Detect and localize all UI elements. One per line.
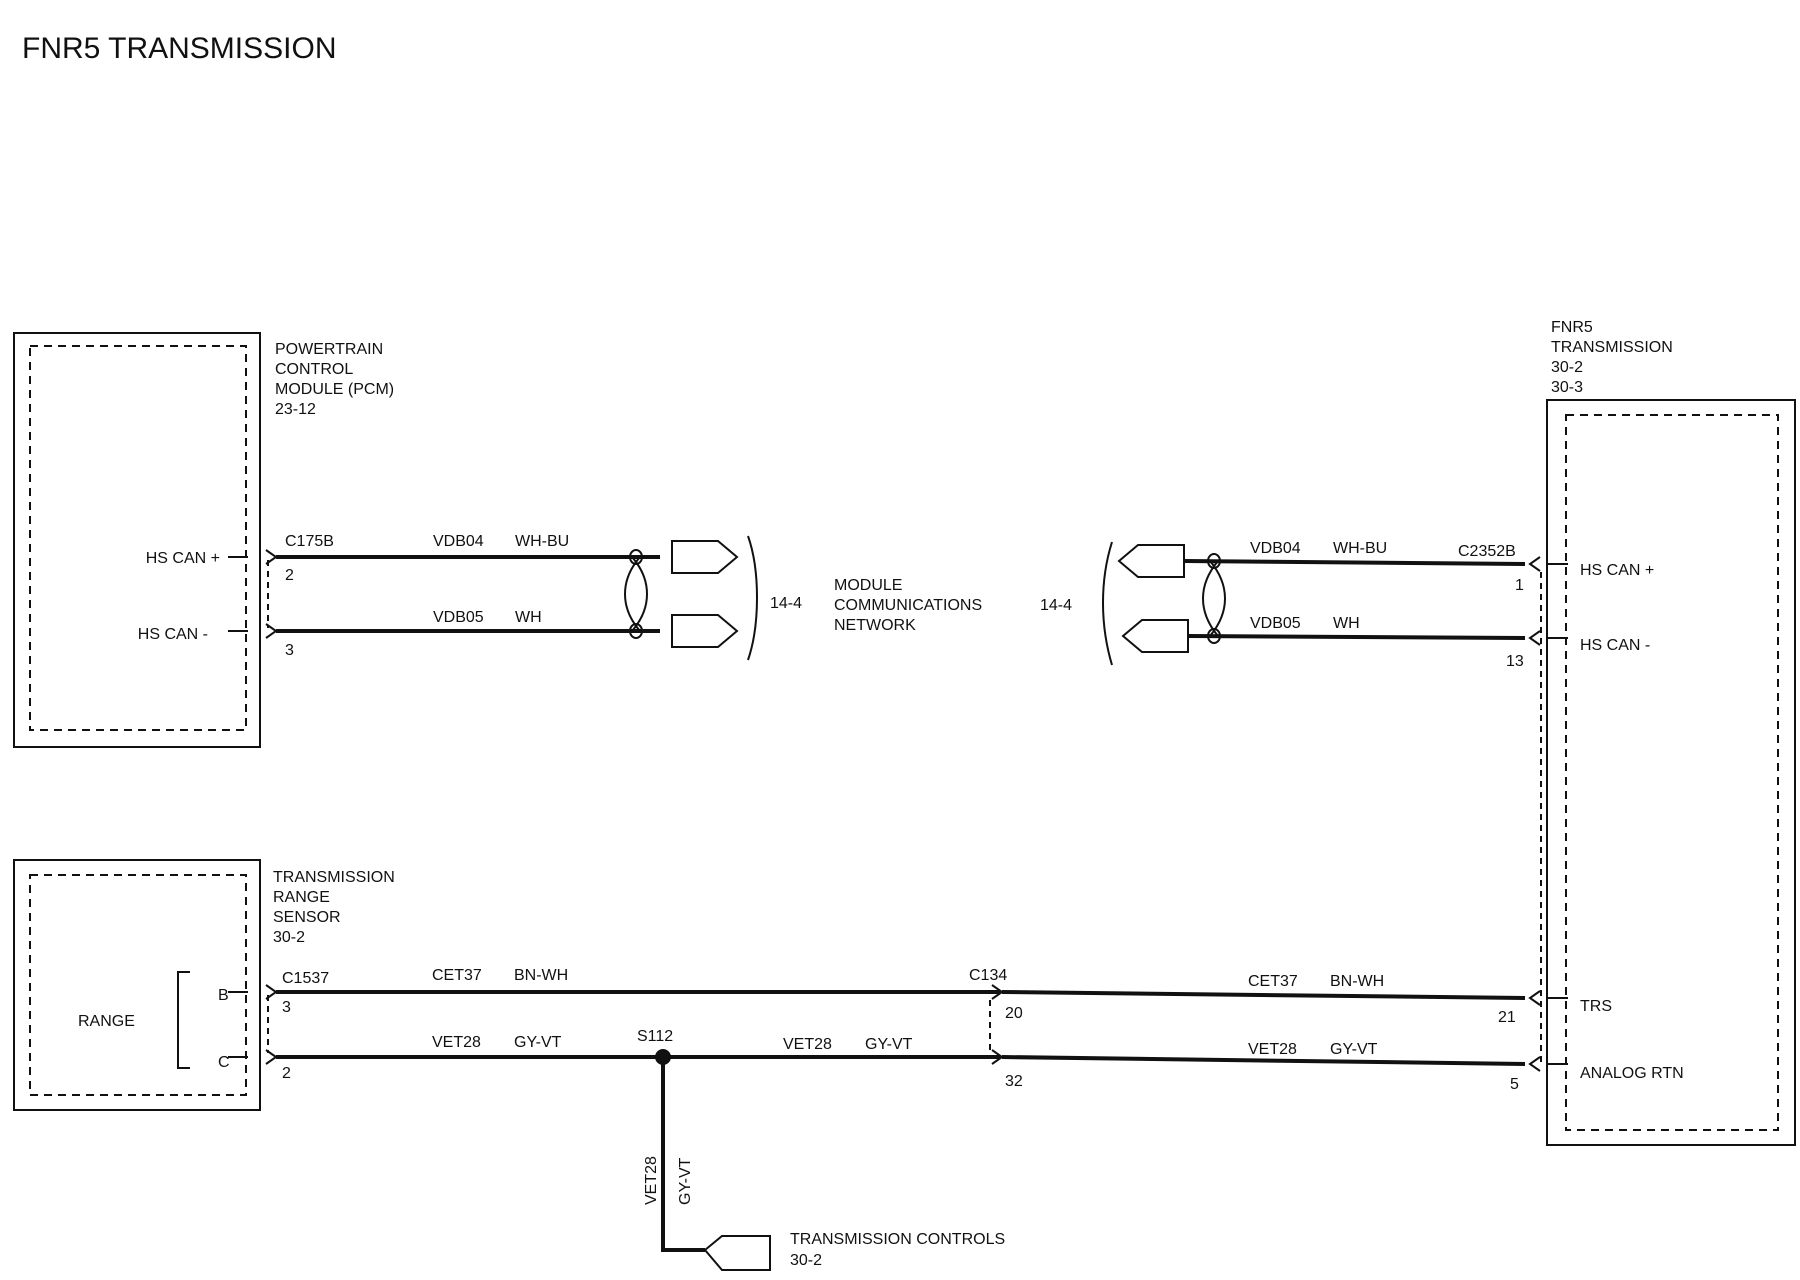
c175b-pin-bottom: 3 <box>285 642 294 659</box>
splice-s112-label: S112 <box>637 1028 673 1045</box>
trans-controls-label: TRANSMISSION CONTROLS <box>790 1231 1005 1248</box>
network-brace-left <box>747 535 758 661</box>
wire-vdb05-left-circuit: VDB05 <box>433 609 484 626</box>
network-connector-left-bottom <box>671 614 739 648</box>
c175b-pin-top: 2 <box>285 567 294 584</box>
connector-c2352b: C2352B 1 13 <box>1458 543 1568 670</box>
wire-vet28-mid-circuit: VET28 <box>783 1036 832 1053</box>
pcm-pin-hs-can-plus: HS CAN + <box>146 550 220 567</box>
wire-vet28-left-color: GY-VT <box>514 1034 562 1051</box>
fnr5-name-line2: TRANSMISSION <box>1551 339 1673 356</box>
pcm-name-line2: CONTROL <box>275 361 353 378</box>
network-connector-right-bottom <box>1121 619 1189 653</box>
c2352b-pin-bottom: 13 <box>1506 653 1524 670</box>
connector-c1537: C1537 3 2 <box>228 970 329 1082</box>
wire-cet37-right-circuit: CET37 <box>1248 973 1298 990</box>
wire-vdb04-right-circuit: VDB04 <box>1250 540 1301 557</box>
trs-pin-b: B <box>218 987 229 1004</box>
wire-vet28-down-circuit: VET28 <box>643 1156 660 1205</box>
c1537-pin-top: 3 <box>282 999 291 1016</box>
twisted-pair-left <box>624 549 648 639</box>
network-connector-left-top <box>671 540 739 574</box>
network-ref-left: 14-4 <box>770 595 802 612</box>
c2352b-terminal-bottom <box>1528 630 1541 646</box>
wire-vdb04-right <box>1183 559 1526 566</box>
c2352b-terminal-top <box>1528 556 1541 572</box>
fnr5-rtn-pin: 5 <box>1510 1076 1519 1093</box>
trans-controls-connector <box>703 1235 771 1271</box>
wire-vdb04-left-circuit: VDB04 <box>433 533 484 550</box>
trs-name-line3: SENSOR <box>273 909 341 926</box>
trs-range-label: RANGE <box>78 1013 135 1030</box>
wire-vet28-left-circuit: VET28 <box>432 1034 481 1051</box>
network-label-line3: NETWORK <box>834 617 916 634</box>
wire-vet28-right-circuit: VET28 <box>1248 1041 1297 1058</box>
network-brace-right <box>1102 541 1113 666</box>
trs-pin-c: C <box>218 1054 230 1071</box>
fnr5-module: FNR5 TRANSMISSION 30-2 30-3 HS CAN + HS … <box>1546 319 1796 1146</box>
pcm-pin-hs-can-minus: HS CAN - <box>138 626 208 643</box>
trs-outline <box>13 859 261 1111</box>
network-label-line1: MODULE <box>834 577 902 594</box>
trs-inner-outline <box>29 874 247 1096</box>
trs-ref: 30-2 <box>273 929 305 946</box>
c1537-pin-bottom: 2 <box>282 1065 291 1082</box>
wire-cet37-left-color: BN-WH <box>514 967 568 984</box>
trans-controls-ref: 30-2 <box>790 1252 822 1269</box>
trs-name-line1: TRANSMISSION <box>273 869 395 886</box>
twisted-pair-right <box>1202 553 1226 644</box>
wire-cet37-left-circuit: CET37 <box>432 967 482 984</box>
wire-vdb04-left-color: WH-BU <box>515 533 569 550</box>
wire-vdb04-right-color: WH-BU <box>1333 540 1387 557</box>
wire-cet37-right-color: BN-WH <box>1330 973 1384 990</box>
pcm-name-line1: POWERTRAIN <box>275 341 383 358</box>
pcm-inner-outline <box>29 345 247 731</box>
trs-module: TRANSMISSION RANGE SENSOR 30-2 RANGE B C <box>13 859 395 1111</box>
fnr5-outline <box>1546 399 1796 1146</box>
pcm-ref: 23-12 <box>275 401 316 418</box>
wire-vdb05-right-color: WH <box>1333 615 1360 632</box>
network-connector-right-top <box>1117 544 1185 578</box>
wire-vdb05-left-color: WH <box>515 609 542 626</box>
wire-vet28-right <box>1001 1055 1526 1066</box>
c1537-label: C1537 <box>282 970 329 987</box>
c2352b-pin-top: 1 <box>1515 577 1524 594</box>
c134-label: C134 <box>969 967 1007 984</box>
fnr5-inner-outline <box>1565 414 1779 1131</box>
fnr5-ref2: 30-3 <box>1551 379 1583 396</box>
fnr5-pin-hs-can-minus: HS CAN - <box>1580 637 1650 654</box>
wire-vdb05-right-circuit: VDB05 <box>1250 615 1301 632</box>
wire-cet37-right <box>1001 990 1526 1000</box>
fnr5-name-line1: FNR5 <box>1551 319 1593 336</box>
c175b-label: C175B <box>285 533 334 550</box>
wire-vet28-right-color: GY-VT <box>1330 1041 1378 1058</box>
wire-vet28-down <box>661 1057 705 1252</box>
trs-name-line2: RANGE <box>273 889 330 906</box>
pcm-module: POWERTRAIN CONTROL MODULE (PCM) 23-12 HS… <box>13 332 394 748</box>
fnr5-trs-pin: 21 <box>1498 1009 1516 1026</box>
connector-c134: C134 20 32 <box>969 967 1023 1090</box>
wire-vdb05-right <box>1187 634 1526 640</box>
pcm-outline <box>13 332 261 748</box>
network-ref-right: 14-4 <box>1040 597 1072 614</box>
connector-c175b: C175B 2 3 <box>228 533 334 659</box>
fnr5-pin-trs: TRS <box>1580 998 1612 1015</box>
wire-vet28-down-color: GY-VT <box>677 1157 694 1205</box>
fnr5-rtn-terminal <box>1528 1056 1541 1072</box>
c134-pin-bottom: 32 <box>1005 1073 1023 1090</box>
c134-pin-top: 20 <box>1005 1005 1023 1022</box>
wire-vet28-mid-color: GY-VT <box>865 1036 913 1053</box>
fnr5-ref1: 30-2 <box>1551 359 1583 376</box>
trs-range-bracket <box>177 971 190 1069</box>
fnr5-pin-analog-rtn: ANALOG RTN <box>1580 1065 1684 1082</box>
pcm-name-line3: MODULE (PCM) <box>275 381 394 398</box>
fnr5-pin-hs-can-plus: HS CAN + <box>1580 562 1654 579</box>
network-label-line2: COMMUNICATIONS <box>834 597 982 614</box>
fnr5-trs-terminal <box>1528 990 1541 1006</box>
page-title: FNR5 TRANSMISSION <box>22 32 337 65</box>
c2352b-label: C2352B <box>1458 543 1516 560</box>
